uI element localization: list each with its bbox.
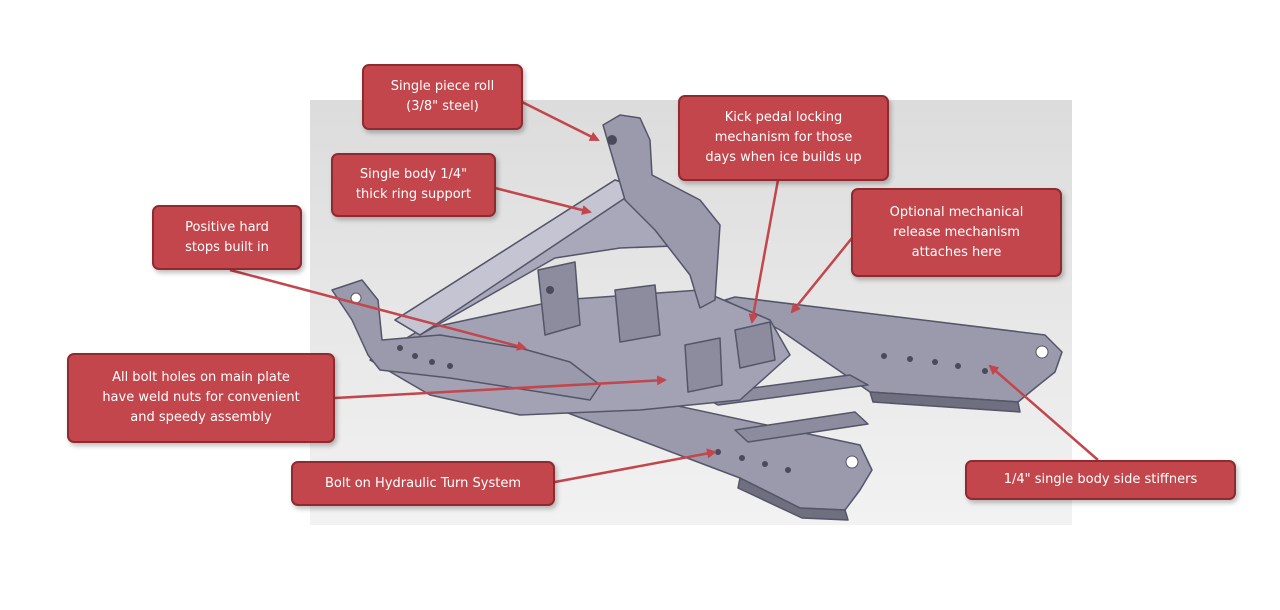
callout-text: Positive hard stops built in: [185, 219, 269, 255]
callout-text: 1/4" single body side stiffners: [1003, 472, 1198, 487]
arrow-kick: [748, 179, 780, 324]
callout-text: Single piece roll (3/8" steel): [390, 79, 495, 114]
callout-side-stiffners: 1/4" single body side stiffners: [965, 460, 1236, 500]
arrow-ring: [494, 186, 592, 215]
callout-text: All bolt holes on main plate have weld n…: [102, 370, 300, 425]
arrow-release: [790, 237, 853, 314]
callout-hydraulic-turn: Bolt on Hydraulic Turn System: [291, 461, 555, 506]
callout-text: Bolt on Hydraulic Turn System: [325, 475, 521, 491]
arrow-bolts: [334, 375, 667, 400]
arrow-roll: [521, 100, 600, 142]
center-mount: [537, 261, 581, 336]
roll-bracket: [602, 114, 721, 309]
right-side-rail: [724, 296, 1063, 403]
lower-side-rail: [554, 384, 873, 511]
callout-release-mechanism: Optional mechanical release mechanism at…: [851, 188, 1062, 277]
arrow-stiffners: [988, 364, 1099, 461]
callout-text: Single body 1/4" thick ring support: [355, 167, 472, 202]
callout-single-piece-roll: Single piece roll (3/8" steel): [362, 64, 523, 130]
callout-bolt-holes: All bolt holes on main plate have weld n…: [67, 353, 335, 443]
bolt-holes: [350, 135, 1049, 473]
left-side-rail: [331, 279, 601, 401]
callout-text: Optional mechanical release mechanism at…: [889, 204, 1024, 260]
leader-arrows: [229, 100, 1099, 484]
callout-hard-stops: Positive hard stops built in: [152, 205, 302, 270]
arrow-stops: [229, 268, 527, 351]
callout-text: Kick pedal locking mechanism for those d…: [705, 110, 862, 165]
arrow-hydraulic: [554, 448, 717, 484]
cross-member-2: [734, 411, 869, 443]
plow-frame: [331, 114, 1063, 521]
main-plate: [369, 289, 791, 416]
callout-ring-support: Single body 1/4" thick ring support: [331, 153, 496, 217]
callout-kick-pedal: Kick pedal locking mechanism for those d…: [678, 95, 889, 181]
